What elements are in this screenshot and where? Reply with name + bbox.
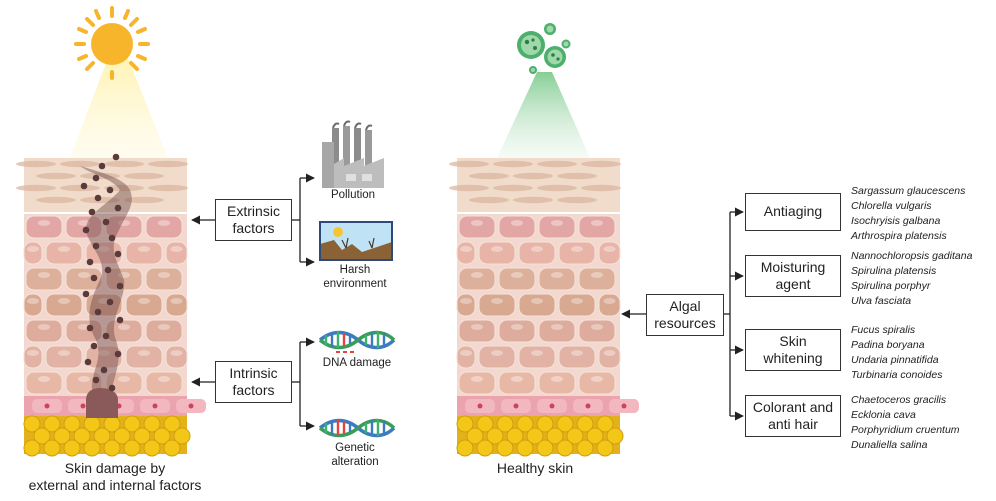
use-line1: Moisturing	[760, 258, 826, 275]
extrinsic-connectors	[191, 173, 315, 267]
harsh-environment-icon	[319, 221, 393, 261]
damage-particle	[106, 186, 114, 194]
use-line2: anti hair	[768, 416, 818, 432]
species-name: Undaria pinnatifida	[851, 354, 939, 366]
damage-particle	[80, 182, 88, 190]
extrinsic-label-line2: factors	[232, 220, 275, 236]
algal-connectors	[621, 207, 744, 421]
species-name: Chlorella vulgaris	[851, 200, 932, 212]
damage-particle	[114, 204, 122, 212]
genetic-line1: Genetic	[335, 442, 375, 454]
intrinsic-label-line2: factors	[232, 382, 275, 398]
species-name: Fucus spiralis	[851, 324, 916, 336]
harsh-environment-label: Harsh environment	[310, 264, 400, 292]
genetic-line2: alteration	[331, 455, 379, 468]
damage-particle	[116, 282, 124, 290]
species-name: Spirulina porphyr	[851, 280, 931, 292]
species-name: Spirulina platensis	[851, 265, 937, 277]
damage-particle	[116, 316, 124, 324]
damage-particle	[82, 226, 90, 234]
use-line1: Skin	[779, 332, 807, 349]
damage-particle	[86, 258, 94, 266]
harsh-line2: environment	[323, 277, 387, 290]
species-list-colorant: Chaetoceros gracilis Ecklonia cava Porph…	[851, 393, 960, 453]
sun-icon	[74, 6, 150, 80]
genetic-alteration-icon	[318, 418, 396, 438]
use-line1: Antiaging	[763, 203, 823, 220]
use-box-antiaging: Antiaging	[745, 193, 841, 231]
species-name: Padina boryana	[851, 339, 925, 351]
use-line2: whitening	[763, 350, 823, 366]
use-line2: agent	[775, 276, 811, 292]
damage-particle	[104, 266, 112, 274]
damage-particle	[108, 384, 116, 392]
damage-particle	[94, 308, 102, 316]
damage-particle	[98, 162, 106, 170]
sun-beam	[70, 58, 168, 158]
use-line1: Colorant and	[752, 398, 834, 415]
damage-particle	[84, 358, 92, 366]
species-name: Ulva fasciata	[851, 295, 912, 307]
harsh-line1: Harsh	[339, 264, 371, 276]
damage-particle	[92, 174, 100, 182]
species-name: Sargassum glaucescens	[851, 185, 966, 197]
damaged-skin-caption-line2: external and internal factors	[28, 476, 202, 493]
species-name: Isochryisis galbana	[851, 215, 941, 227]
damage-particle	[92, 242, 100, 250]
damaged-skin-illustration	[16, 158, 206, 457]
species-name: Turbinaria conoides	[851, 369, 943, 381]
damage-particle	[86, 324, 94, 332]
species-name: Chaetoceros gracilis	[851, 394, 947, 406]
damage-particle	[114, 250, 122, 258]
damage-particle	[88, 208, 96, 216]
genetic-alteration-label: Genetic alteration	[310, 442, 400, 470]
dna-damage-icon	[318, 330, 396, 353]
factory-icon	[322, 120, 384, 188]
algae-cells-icon	[517, 23, 571, 74]
damage-particle	[100, 366, 108, 374]
damage-particle	[90, 274, 98, 282]
damage-particle	[90, 342, 98, 350]
algal-label-line2: resources	[654, 315, 716, 331]
extrinsic-label-line1: Extrinsic	[227, 202, 280, 219]
damaged-skin-caption-line1: Skin damage by	[64, 460, 166, 476]
healthy-skin-caption: Healthy skin	[496, 460, 574, 476]
algae-beam	[497, 72, 590, 158]
damage-particle	[92, 376, 100, 384]
algal-label-line1: Algal	[669, 297, 701, 314]
intrinsic-label-line1: Intrinsic	[229, 364, 278, 381]
damage-particle	[114, 350, 122, 358]
species-name: Ecklonia cava	[851, 409, 916, 421]
pollution-label: Pollution	[330, 189, 376, 201]
species-name: Dunaliella salina	[851, 439, 928, 451]
intrinsic-connectors	[191, 337, 315, 431]
damaged-skin-caption: Skin damage by external and internal fac…	[20, 460, 210, 494]
healthy-skin-illustration	[449, 158, 639, 457]
damage-particle	[108, 234, 116, 242]
damage-particle	[82, 290, 90, 298]
species-list-antiaging: Sargassum glaucescens Chlorella vulgaris…	[851, 184, 965, 244]
damage-particle	[102, 332, 110, 340]
species-name: Nannochloropsis gaditana	[851, 250, 973, 262]
damage-particles	[80, 153, 124, 392]
species-name: Porphyridium cruentum	[851, 424, 960, 436]
damage-particle	[102, 218, 110, 226]
species-name: Arthrospira platensis	[851, 230, 947, 242]
damage-particle	[94, 194, 102, 202]
species-list-whitening: Fucus spiralis Padina boryana Undaria pi…	[851, 323, 942, 383]
dna-damage-label: DNA damage	[322, 357, 392, 369]
species-list-moisturing: Nannochloropsis gaditana Spirulina plate…	[851, 249, 972, 309]
damage-particle	[106, 298, 114, 306]
damage-column	[80, 166, 132, 418]
damage-particle	[112, 153, 120, 161]
